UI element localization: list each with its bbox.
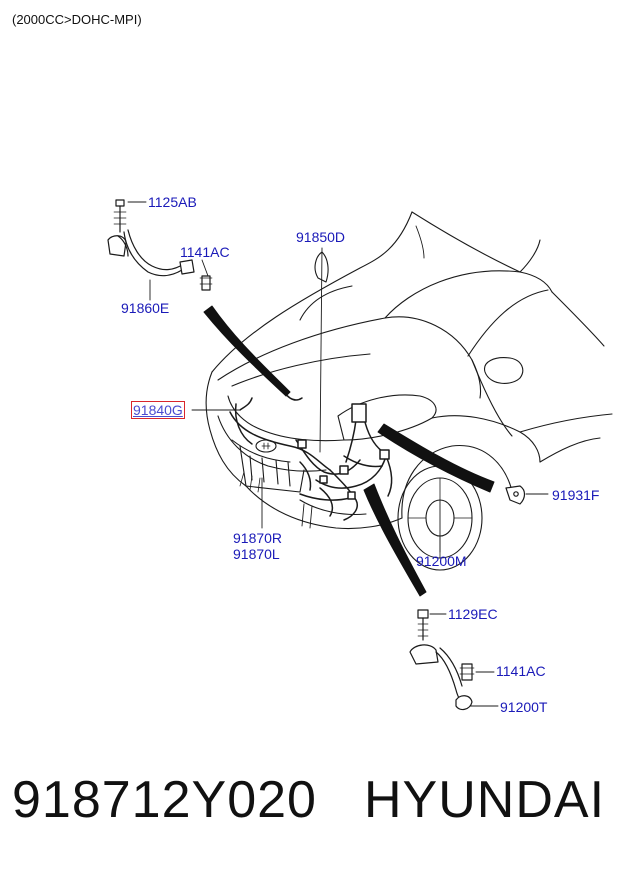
callout-1141ac-top[interactable]: 1141AC <box>180 244 230 260</box>
pointer-sweeps <box>203 305 495 597</box>
callout-1129ec[interactable]: 1129EC <box>448 606 498 622</box>
callout-91870r[interactable]: 91870R <box>233 530 283 546</box>
callout-91931f[interactable]: 91931F <box>552 487 600 503</box>
callout-1141ac-bottom[interactable]: 1141AC <box>496 663 546 679</box>
battery-cable-91200t <box>409 609 475 711</box>
front-harness-wiring <box>229 391 393 521</box>
callout-91850d[interactable]: 91850D <box>296 229 346 245</box>
callout-91860e[interactable]: 91860E <box>121 300 170 316</box>
callout-91200t[interactable]: 91200T <box>500 699 548 715</box>
callout-91200m[interactable]: 91200M <box>416 553 467 569</box>
callout-91870l[interactable]: 91870L <box>233 546 280 562</box>
bracket-91931f <box>505 485 526 505</box>
callout-1125ab[interactable]: 1125AB <box>148 194 197 210</box>
callout-leader-lines <box>127 201 549 707</box>
part-number: 918712Y020 <box>12 771 317 829</box>
brand-name: HYUNDAI <box>364 771 606 829</box>
car-body-illustration <box>205 211 613 571</box>
engine-spec-caption: (2000CC>DOHC-MPI) <box>12 12 142 27</box>
battery-cable-91860e <box>107 199 213 291</box>
callout-91840g-highlighted[interactable]: 91840G <box>131 401 185 419</box>
